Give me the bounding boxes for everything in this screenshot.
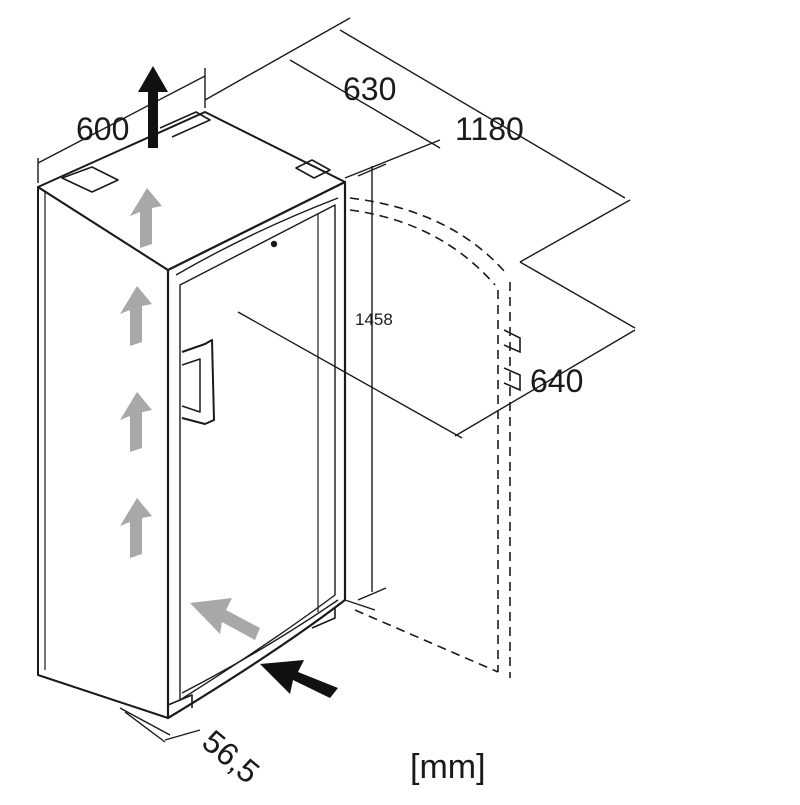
dim-640-line <box>454 329 636 437</box>
cabinet-top-hinge <box>295 159 331 179</box>
dim-630-ext-bottom <box>344 139 441 179</box>
dim-56-ext-right <box>164 729 201 741</box>
door-inner-frame <box>179 204 336 701</box>
door-open-hinge-marker <box>503 329 521 392</box>
arrow-up-grey-icon <box>120 392 152 452</box>
door-open-bottom-line <box>354 609 499 673</box>
cabinet-top-rear-step <box>159 111 211 138</box>
dim-1458-tick-bottom <box>357 587 387 601</box>
airflow-arrows <box>120 66 338 698</box>
cabinet-door <box>166 180 347 720</box>
door-handle-grip <box>181 358 201 413</box>
dim-640-ext-top <box>519 261 636 329</box>
dim-1458-tick-top <box>357 163 387 177</box>
cabinet-foot-right <box>311 608 336 629</box>
dim-label-side-gap: 56,5 <box>196 723 267 791</box>
arrow-diagonal-grey-icon <box>190 598 260 640</box>
dimension-lines <box>37 17 636 743</box>
dim-56-ext-left <box>119 707 171 736</box>
dim-1180-line <box>339 29 626 199</box>
dim-label-width: 600 <box>76 111 129 147</box>
arrow-up-grey-icon <box>120 286 152 346</box>
cabinet-side-panel <box>37 186 169 719</box>
dim-630-ext-top <box>204 17 351 101</box>
dim-56-line <box>124 711 166 743</box>
door-open-outline <box>349 197 521 678</box>
cabinet-top-recess <box>61 166 119 193</box>
arrow-up-grey-icon <box>120 498 152 558</box>
dim-label-depth-body: 630 <box>343 71 396 107</box>
dim-1180-ext <box>519 199 631 263</box>
dim-label-depth-door-open: 1180 <box>455 111 524 147</box>
door-open-top-arc-inner <box>349 209 496 286</box>
unit-label: [mm] <box>410 748 486 786</box>
floor-line <box>344 599 376 611</box>
dim-label-height: 1458 <box>355 310 393 329</box>
door-outline <box>166 180 347 720</box>
door-handle <box>181 339 215 425</box>
dim-630-line <box>289 59 441 149</box>
door-top-edge-curve <box>175 197 339 276</box>
arrow-diagonal-icon <box>260 660 338 698</box>
door-lock-dot <box>270 240 278 248</box>
door-open-top-arc <box>349 197 506 273</box>
dim-label-depth-total: 640 <box>530 363 583 399</box>
dim-600-line <box>37 75 206 164</box>
door-bottom-edge-curve <box>181 599 339 694</box>
arrow-up-grey-icon <box>130 188 162 248</box>
arrow-up-icon <box>138 66 168 148</box>
dim-640-ext-left <box>237 311 463 439</box>
cabinet-foot-left <box>167 694 193 718</box>
